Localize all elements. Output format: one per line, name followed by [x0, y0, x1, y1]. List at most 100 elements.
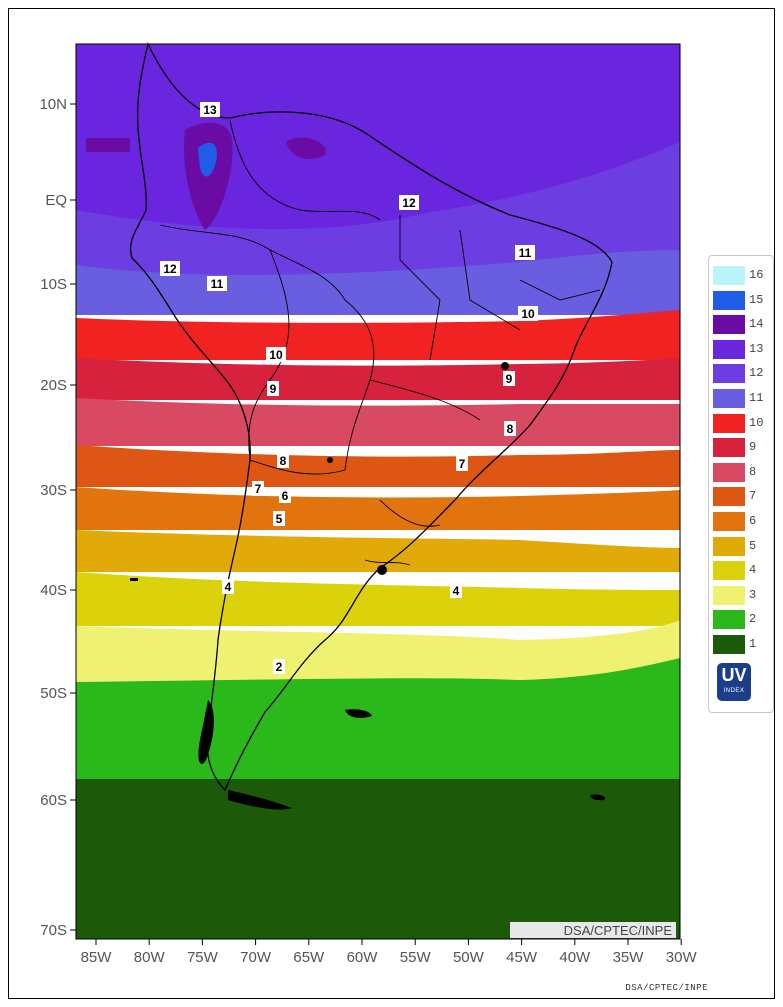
contour-label: 5: [276, 512, 283, 526]
legend-swatch: [713, 290, 745, 310]
legend-swatch: [713, 487, 745, 507]
legend-value: 16: [749, 268, 764, 282]
legend-value: 9: [749, 440, 757, 455]
contour-label: 7: [459, 457, 466, 471]
contour-label-bg: [252, 481, 264, 496]
legend-item: 12: [713, 362, 771, 385]
legend-swatch: [713, 438, 745, 458]
legend-swatch: [713, 413, 745, 433]
band-2: [76, 658, 680, 779]
contour-label: 9: [506, 372, 513, 386]
legend-item: 6: [713, 510, 771, 533]
credit-outer: DSA/CPTEC/INPE: [625, 983, 708, 993]
legend-value: 7: [749, 489, 757, 504]
band-14-island: [86, 138, 130, 152]
legend-swatch: [713, 536, 745, 556]
contour-label: 10: [521, 307, 535, 321]
contour-label-bg: [207, 276, 227, 291]
lon-label: 40W: [559, 949, 591, 966]
contour-label-bg: [267, 381, 279, 396]
band-5: [76, 530, 680, 572]
legend-item: 14: [713, 313, 771, 336]
lat-label: 30S: [40, 482, 67, 499]
contour-label-bg: [266, 347, 286, 362]
legend-item: 13: [713, 338, 771, 361]
contour-label: 13: [203, 103, 217, 117]
legend-value: 8: [749, 464, 757, 479]
lon-label: 70W: [240, 949, 272, 966]
legend-item: 16: [713, 264, 771, 287]
legend-item: 8: [713, 461, 771, 484]
legend-item: 11: [713, 387, 771, 410]
legend-item: 1: [713, 633, 771, 656]
legend-value: 2: [749, 612, 757, 627]
contour-label-bg: [504, 421, 516, 436]
legend-swatch: [713, 561, 745, 581]
lat-label: 70S: [40, 922, 67, 939]
map-border: [75, 43, 681, 940]
band-4: [76, 572, 680, 626]
contour-label-bg: [160, 261, 180, 276]
uv-bands: [76, 44, 680, 939]
lon-label: 80W: [134, 949, 166, 966]
country-borders: [159, 119, 601, 566]
lon-label: 50W: [453, 949, 485, 966]
lon-label: 85W: [81, 949, 113, 966]
uv-logo-text: UV: [721, 665, 747, 685]
contour-label: 8: [507, 422, 514, 436]
southern-islands: [198, 700, 606, 810]
contour-label-bg: [503, 371, 515, 386]
contour-label-bg: [200, 102, 220, 117]
contour-label-bg: [277, 453, 289, 468]
lon-label: 35W: [613, 949, 645, 966]
contour-label: 2: [276, 660, 283, 674]
contour-label-bg: [279, 488, 291, 503]
legend-value: 13: [749, 341, 764, 356]
band-6: [76, 487, 680, 530]
legend-item: 7: [713, 485, 771, 508]
band-9: [76, 358, 680, 400]
lat-label: 50S: [40, 685, 67, 702]
contour-label-bg: [456, 456, 468, 471]
legend-swatch: [713, 315, 745, 335]
legend-swatch: [713, 339, 745, 359]
lakes: [130, 362, 509, 581]
contour-label: 11: [211, 277, 224, 291]
contour-label: 6: [282, 489, 289, 503]
contour-label: 7: [255, 482, 262, 496]
lon-label: 55W: [400, 949, 432, 966]
continent-coastline: [129, 42, 613, 792]
contour-label-bg: [518, 306, 538, 321]
contour-label-bg: [515, 245, 535, 260]
lon-label: 45W: [506, 949, 538, 966]
credit-inner: DSA/CPTEC/INPE: [564, 923, 673, 938]
lon-label: 60W: [347, 949, 379, 966]
legend-swatch: [713, 610, 745, 630]
contour-label: 4: [453, 584, 460, 598]
contour-label-bg: [222, 579, 234, 594]
lon-label: 65W: [293, 949, 325, 966]
legend-value: 14: [749, 317, 764, 332]
legend-item: 9: [713, 436, 771, 459]
contour-label: 12: [402, 196, 416, 210]
contour-label-bg: [399, 195, 419, 210]
legend-swatch: [713, 364, 745, 384]
band-3: [76, 620, 680, 682]
legend-value: 6: [749, 514, 757, 528]
lon-label: 30W: [666, 949, 698, 966]
legend-item: 5: [713, 535, 771, 558]
legend-value: 3: [749, 587, 757, 602]
legend-swatch: [713, 512, 745, 531]
credit-inner-bg: [510, 922, 676, 938]
legend-swatch: [713, 635, 745, 654]
lat-label: 60S: [40, 792, 67, 809]
band-10: [76, 310, 680, 360]
legend-value: 15: [749, 292, 764, 307]
band-1: [76, 779, 680, 939]
contour-label: 11: [519, 246, 532, 260]
band-11: [76, 250, 680, 315]
